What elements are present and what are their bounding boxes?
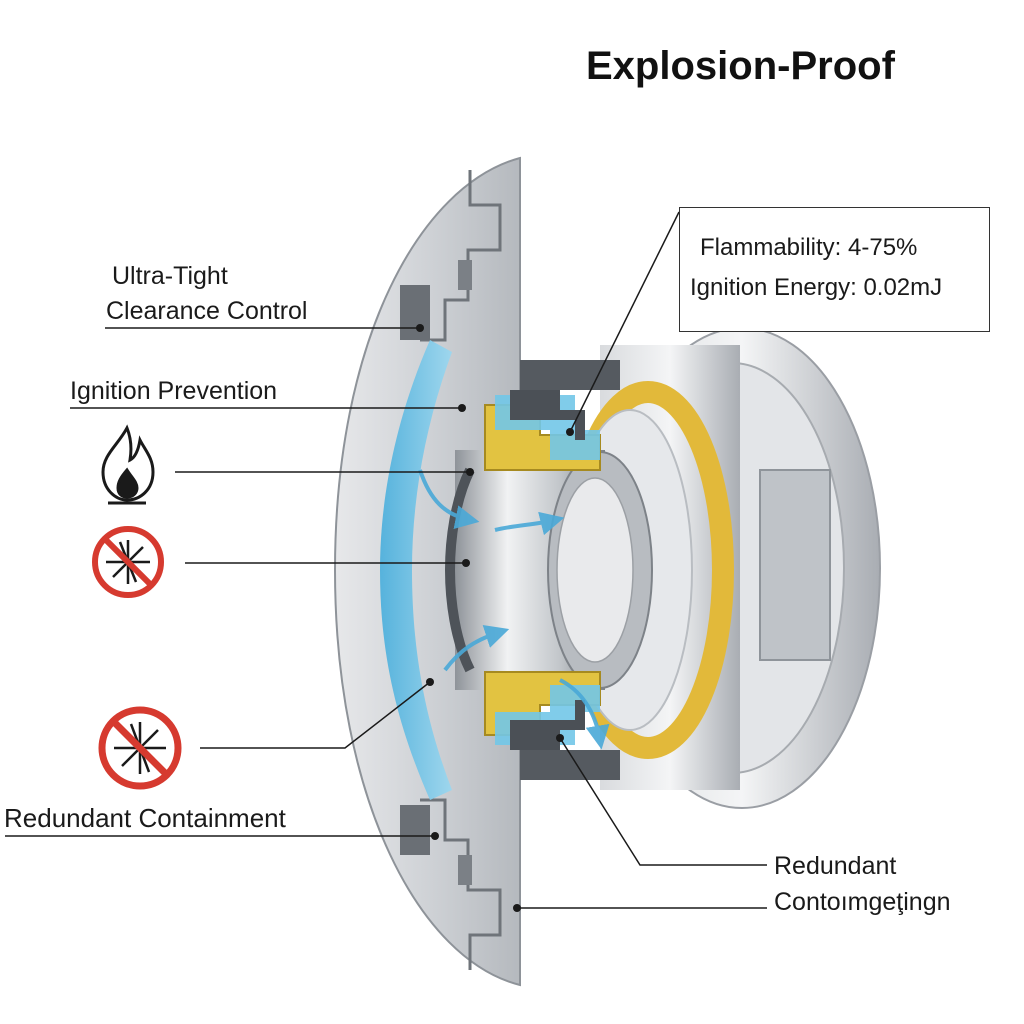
flow-channel [380, 340, 452, 800]
leader-redundant-right-1 [559, 737, 767, 866]
upper-seal-assembly [484, 360, 620, 471]
redundant-containment-label: Redundant Containment [4, 803, 286, 833]
ignition-energy-text: Ignition Energy: 0.02mJ [690, 274, 943, 301]
flow-arrows [418, 469, 610, 750]
no-spark-icon [98, 706, 182, 790]
flammability-text: Flammability: 4-75% [700, 234, 918, 261]
leader-lines [5, 211, 767, 909]
flange-plate [333, 156, 521, 987]
inner-bore [444, 450, 653, 690]
no-spark-icon [92, 526, 164, 598]
redundant-right-label-line2: Contoımgeţingn [774, 888, 951, 916]
leader-dots [416, 324, 574, 912]
ignition-prevention-label: Ignition Prevention [70, 377, 278, 405]
redundant-right-label-line1: Redundant [774, 852, 897, 880]
diagram-title: Explosion-Proof [586, 44, 895, 88]
info-box: Flammability: 4-75% Ignition Energy: 0.0… [679, 207, 990, 332]
clearance-label-line2: Clearance Control [106, 297, 308, 325]
clearance-label-line1: Ultra-Tight [112, 262, 228, 290]
leader-infobox [569, 211, 680, 433]
leader-no-spark-2 [200, 681, 431, 749]
flame-icon [101, 424, 155, 505]
